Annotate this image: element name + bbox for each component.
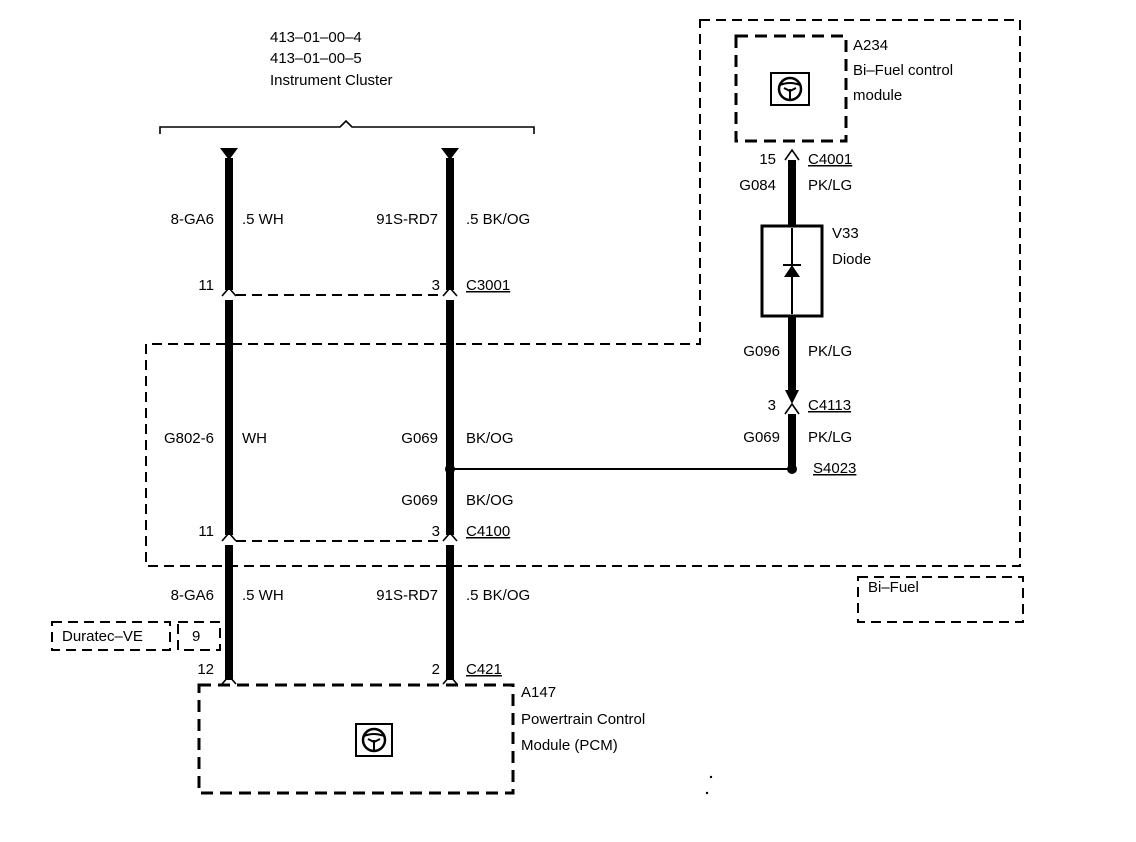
bifuel-color-2: PK/LG: [808, 343, 852, 360]
bifuel-module-icon-frame: [770, 72, 810, 106]
bifuel-circuit-3: G069: [743, 429, 780, 446]
bifuel-boundary: [145, 19, 1021, 567]
bifuel-pin: 15: [759, 151, 776, 168]
right-lower-circuit: 91S-RD7: [376, 587, 438, 604]
speck: [705, 791, 709, 795]
left-lower-circuit: 8-GA6: [171, 587, 214, 604]
duratec-option-box: [51, 621, 171, 651]
bifuel-color-3: PK/LG: [808, 429, 852, 446]
connector-mark: [221, 286, 237, 297]
pcm-id: A147: [521, 684, 556, 701]
speck: [709, 775, 713, 779]
diode-name: Diode: [832, 251, 871, 268]
connector-mark: [442, 531, 458, 542]
steering-wheel-icon: [361, 727, 387, 753]
left-pin-c421: 12: [197, 661, 214, 678]
duratec-pin: 9: [192, 628, 200, 645]
left-pin-c3001: 11: [198, 277, 214, 294]
right-lower-color: .5 BK/OG: [466, 587, 530, 604]
bifuel-circuit-1: G084: [739, 177, 776, 194]
cluster-pin-left-arrow: [220, 148, 238, 160]
right-pin-c3001: 3: [432, 277, 440, 294]
connector-mark: [784, 402, 800, 415]
bifuel-module-box: [734, 34, 848, 143]
right-mid-circuit-1: G069: [401, 430, 438, 447]
left-mid-color: WH: [242, 430, 267, 447]
cluster-name: Instrument Cluster: [270, 72, 393, 89]
bifuel-option-box: [857, 576, 1024, 623]
connector-mark: [442, 674, 458, 685]
bifuel-pin-2: 3: [768, 397, 776, 414]
bifuel-module-line2: module: [853, 87, 902, 104]
right-mid-color-2: BK/OG: [466, 492, 514, 509]
connector-mark: [442, 286, 458, 297]
splice-s4023: S4023: [813, 460, 856, 477]
right-pin-c4100: 3: [432, 523, 440, 540]
cluster-ref-1: 413–01–00–4: [270, 29, 362, 46]
pcm-line2: Module (PCM): [521, 737, 618, 754]
connector-mark: [784, 148, 800, 161]
c4113-arrow: [785, 390, 799, 404]
right-upper-circuit: 91S-RD7: [376, 211, 438, 228]
bifuel-module-id: A234: [853, 37, 888, 54]
connector-c421: C421: [466, 661, 502, 678]
steering-wheel-icon: [777, 76, 803, 102]
diode-id: V33: [832, 225, 859, 242]
cluster-bracket: [159, 119, 535, 134]
right-upper-color: .5 BK/OG: [466, 211, 530, 228]
bifuel-circuit-2: G096: [743, 343, 780, 360]
right-mid-circuit-2: G069: [401, 492, 438, 509]
connector-c4001: C4001: [808, 151, 852, 168]
duratec-pin-box: [177, 621, 221, 651]
connector-mark: [221, 674, 237, 685]
connector-c4113: C4113: [808, 397, 851, 414]
cluster-pin-right-arrow: [441, 148, 459, 160]
left-lower-color: .5 WH: [242, 587, 284, 604]
connector-mark: [221, 531, 237, 542]
diode-symbol-icon: [784, 265, 800, 277]
bifuel-option-label: Bi–Fuel: [868, 579, 919, 596]
connector-c4100: C4100: [466, 523, 510, 540]
left-mid-circuit: G802-6: [164, 430, 214, 447]
left-upper-color: .5 WH: [242, 211, 284, 228]
cluster-ref-2: 413–01–00–5: [270, 50, 362, 67]
left-pin-c4100: 11: [198, 523, 214, 540]
connector-c3001: C3001: [466, 277, 510, 294]
pcm-line1: Powertrain Control: [521, 711, 645, 728]
bifuel-module-line1: Bi–Fuel control: [853, 62, 953, 79]
bifuel-color-1: PK/LG: [808, 177, 852, 194]
duratec-label: Duratec–VE: [62, 628, 143, 645]
left-upper-circuit: 8-GA6: [171, 211, 214, 228]
pcm-box: [197, 683, 515, 795]
right-mid-color-1: BK/OG: [466, 430, 514, 447]
right-pin-c421: 2: [432, 661, 440, 678]
pcm-icon-frame: [355, 723, 393, 757]
